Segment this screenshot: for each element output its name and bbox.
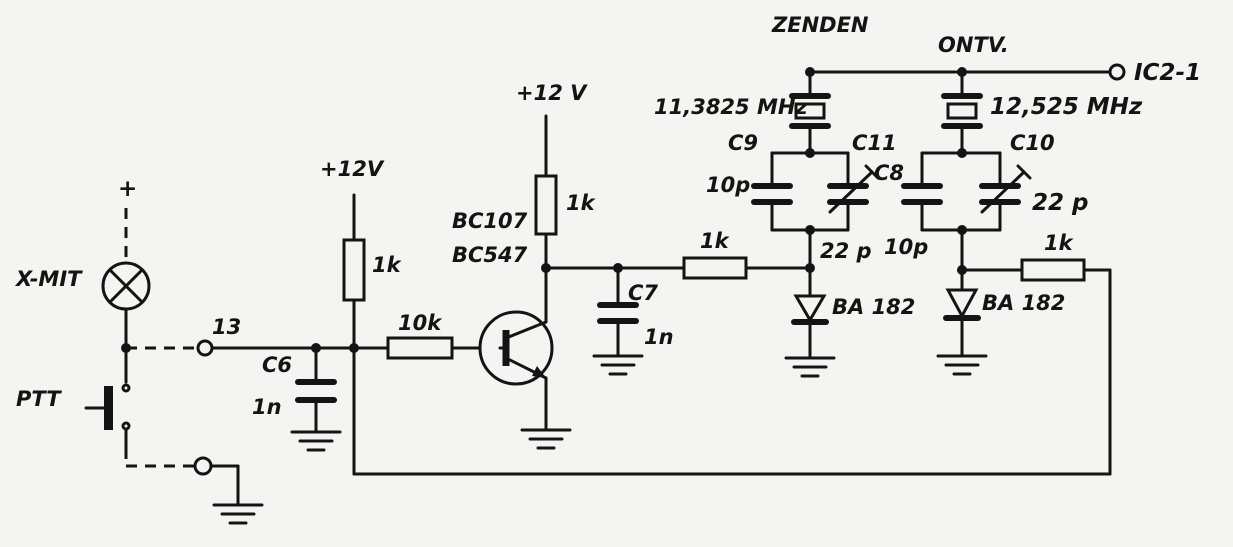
label-terminal-13: 13 xyxy=(212,315,241,339)
label-c6-name: C6 xyxy=(262,353,292,377)
label-c7-name: C7 xyxy=(628,281,658,305)
label-crystal-rx: 12,525 MHz xyxy=(990,94,1143,120)
label-r-series-2: 1k xyxy=(1044,231,1075,255)
transistor-symbol xyxy=(478,310,554,386)
grounds xyxy=(212,354,988,525)
switch-contact-top xyxy=(121,383,131,393)
terminal-ic2-1 xyxy=(1108,63,1126,81)
label-c8-value: 10p xyxy=(884,235,928,259)
diodes xyxy=(791,288,981,325)
crystals xyxy=(789,93,983,129)
ground-switch xyxy=(212,503,264,525)
ground-emitter xyxy=(520,428,572,450)
label-c10-name: C10 xyxy=(1010,131,1055,155)
label-c11-value: 22 p xyxy=(820,239,872,263)
resistor-series-1 xyxy=(682,256,748,280)
lamp-symbol xyxy=(101,261,151,311)
label-ontv: ONTV. xyxy=(938,33,1009,57)
label-transistor-2: BC547 xyxy=(452,243,528,267)
label-ptt: PTT xyxy=(16,387,62,411)
diode-rx xyxy=(943,288,981,321)
capacitors xyxy=(295,164,1032,403)
resistor-series-2 xyxy=(1020,258,1086,282)
resistor-collector xyxy=(534,174,558,236)
ground-diode-tx xyxy=(784,356,836,378)
labels: ZENDEN ONTV. IC2-1 + +12V +12 V X-MIT PT… xyxy=(14,13,1201,419)
label-diode-tx: BA 182 xyxy=(832,295,915,319)
label-c11-name: C11 xyxy=(852,131,897,155)
ptt-switch xyxy=(84,386,113,430)
label-c10-value: 22 p xyxy=(1032,190,1088,216)
label-r-collector: 1k xyxy=(566,191,597,215)
capacitor-c9 xyxy=(751,183,793,205)
resistor-base xyxy=(386,336,454,360)
label-r-series-1: 1k xyxy=(700,229,731,253)
label-zenden: ZENDEN xyxy=(771,13,869,37)
crystal-rx xyxy=(941,93,983,129)
label-r-base: 10k xyxy=(398,311,443,335)
label-supply-transistor: +12 V xyxy=(516,81,588,105)
capacitor-c10-trimmer xyxy=(979,164,1032,214)
resistors xyxy=(342,174,1086,360)
switch-contact-bottom xyxy=(121,421,131,431)
label-c6-value: 1n xyxy=(252,395,282,419)
label-c9-value: 10p xyxy=(706,173,750,197)
ground-c7 xyxy=(592,354,644,376)
label-r-bias: 1k xyxy=(372,253,403,277)
capacitor-c11-trimmer xyxy=(827,164,880,214)
ground-diode-rx xyxy=(936,354,988,376)
wires xyxy=(124,70,1112,507)
resistor-bias xyxy=(342,238,366,302)
terminal-13 xyxy=(196,339,214,357)
label-ic2-1: IC2-1 xyxy=(1134,60,1201,86)
crystal-tx xyxy=(789,93,831,129)
capacitor-c7 xyxy=(597,302,639,324)
label-lamp: X-MIT xyxy=(14,267,83,291)
label-c9-name: C9 xyxy=(728,131,758,155)
junction-dots xyxy=(121,67,967,353)
terminals xyxy=(121,63,1126,476)
ground-c6 xyxy=(290,430,342,452)
label-c7-value: 1n xyxy=(644,325,674,349)
label-plus: + xyxy=(118,176,137,202)
terminal-ground xyxy=(193,456,213,476)
label-transistor-1: BC107 xyxy=(452,209,528,233)
label-diode-rx: BA 182 xyxy=(982,291,1065,315)
capacitor-c6 xyxy=(295,379,337,403)
label-supply-left: +12V xyxy=(320,157,385,181)
capacitor-c8 xyxy=(901,183,943,205)
label-c8-name: C8 xyxy=(874,161,904,185)
label-crystal-tx: 11,3825 MHz xyxy=(654,95,808,119)
diode-tx xyxy=(791,294,829,325)
